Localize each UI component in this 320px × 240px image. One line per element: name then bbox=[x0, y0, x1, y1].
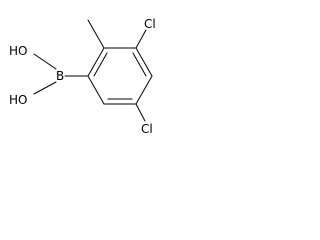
double-bond-c3-c4 bbox=[132, 52, 147, 77]
bond-c2-methyl bbox=[87, 19, 105, 49]
atom-label-boron: B bbox=[56, 69, 64, 83]
bond-c3-c4 bbox=[135, 47, 153, 77]
bond-c6-c1 bbox=[87, 75, 105, 105]
bond-c4-c5 bbox=[135, 75, 153, 105]
double-bond-c1-c2 bbox=[93, 52, 108, 77]
atom-label-chlorine-3: Cl bbox=[144, 17, 156, 31]
bond-c3-cl bbox=[135, 29, 147, 49]
bond-b-oh-top bbox=[33, 53, 57, 70]
atom-label-hydroxyl-top: HO bbox=[9, 44, 27, 58]
bond-b-oh-bottom bbox=[33, 81, 57, 95]
chemical-structure-diagram: HO B HO Cl Cl bbox=[9, 17, 156, 136]
atom-label-chlorine-5: Cl bbox=[141, 122, 153, 136]
bond-c5-cl bbox=[135, 103, 146, 122]
bond-c1-c2 bbox=[87, 47, 105, 77]
atom-label-hydroxyl-bottom: HO bbox=[9, 93, 27, 107]
